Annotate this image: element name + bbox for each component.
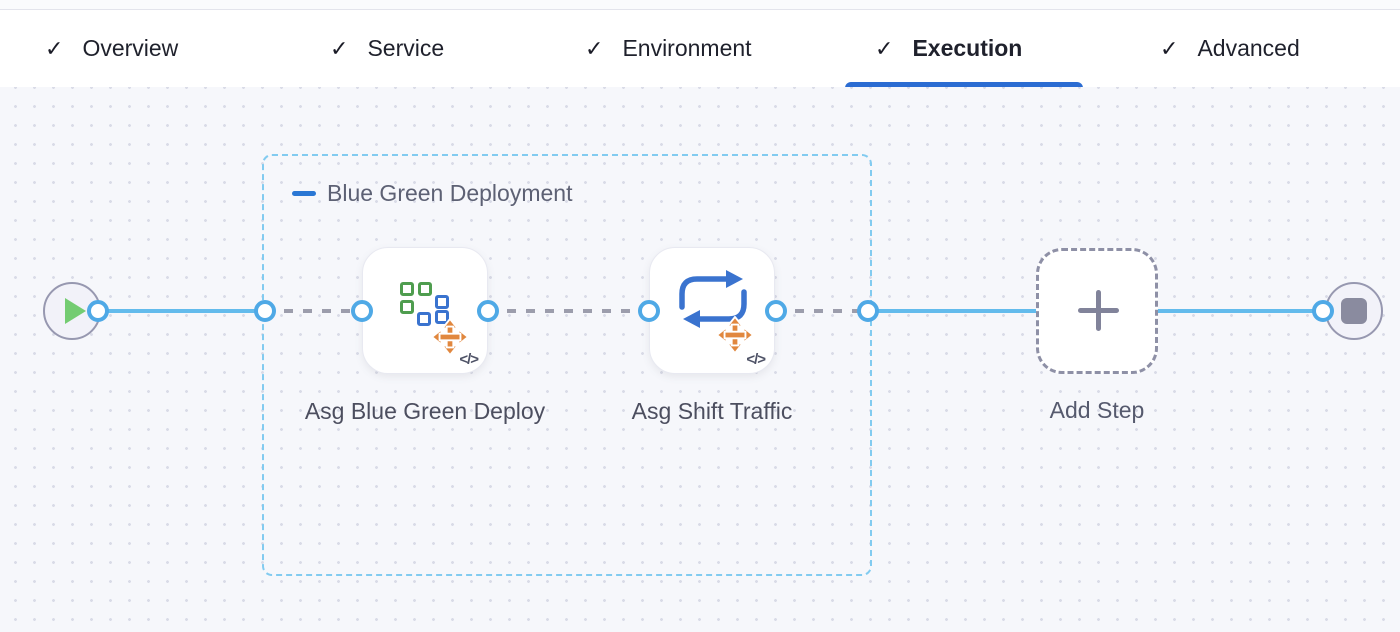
flow-line-dashed: [488, 309, 649, 313]
tab-label: Overview: [82, 35, 179, 61]
connector-port[interactable]: [477, 300, 499, 322]
code-icon: </>: [459, 351, 479, 368]
group-label[interactable]: Blue Green Deployment: [327, 180, 573, 206]
pipeline-end-node: [1325, 282, 1383, 340]
step-name-label: Asg Blue Green Deploy: [304, 398, 546, 424]
stop-icon: [1341, 298, 1367, 324]
check-icon: ✓: [585, 35, 604, 61]
check-icon: ✓: [330, 35, 349, 61]
tab-environment[interactable]: ✓ Environment: [585, 10, 752, 87]
step-card-asg-shift-traffic[interactable]: </>: [649, 247, 775, 374]
connector-port[interactable]: [87, 300, 109, 322]
check-icon: ✓: [1160, 35, 1179, 61]
connector-port[interactable]: [1312, 300, 1334, 322]
connector-port[interactable]: [638, 300, 660, 322]
plus-icon: [1096, 290, 1101, 331]
move-icon[interactable]: [716, 316, 754, 354]
check-icon: ✓: [875, 35, 894, 61]
flow-line: [98, 309, 265, 313]
active-tab-indicator: [845, 82, 1083, 88]
connector-port[interactable]: [857, 300, 879, 322]
tab-service[interactable]: ✓ Service: [330, 10, 444, 87]
flow-line: [868, 309, 1040, 313]
flow-line-dashed: [265, 309, 362, 313]
flow-line: [1156, 309, 1324, 313]
move-icon[interactable]: [431, 318, 469, 356]
tab-label: Advanced: [1197, 35, 1300, 61]
step-name-label: Asg Shift Traffic: [631, 398, 793, 424]
top-strip: [0, 0, 1400, 10]
step-group-blue-green-deployment: Blue Green Deployment: [262, 154, 872, 576]
tab-execution[interactable]: ✓ Execution: [845, 10, 1083, 88]
connector-port[interactable]: [765, 300, 787, 322]
tab-advanced[interactable]: ✓ Advanced: [1160, 10, 1300, 87]
check-icon: ✓: [45, 35, 64, 61]
code-icon: </>: [746, 351, 766, 368]
add-step-button[interactable]: [1036, 248, 1158, 374]
pipeline-canvas[interactable]: Blue Green Deployment </>: [0, 87, 1400, 631]
stage-tabbar: ✓ Overview ✓ Service ✓ Environment ✓ Exe…: [0, 10, 1400, 88]
tab-label: Environment: [622, 35, 752, 61]
tab-overview[interactable]: ✓ Overview: [45, 10, 178, 87]
add-step-label[interactable]: Add Step: [1049, 397, 1145, 423]
play-icon: [64, 298, 86, 324]
flow-line-dashed: [776, 309, 868, 313]
connector-port[interactable]: [254, 300, 276, 322]
tab-label: Execution: [912, 35, 1023, 61]
collapse-group-button[interactable]: [292, 191, 316, 196]
shift-traffic-icon: [679, 270, 747, 328]
pipeline-start-node: [43, 282, 101, 340]
step-card-asg-blue-green-deploy[interactable]: </>: [362, 247, 488, 374]
tab-label: Service: [367, 35, 445, 61]
connector-port[interactable]: [351, 300, 373, 322]
